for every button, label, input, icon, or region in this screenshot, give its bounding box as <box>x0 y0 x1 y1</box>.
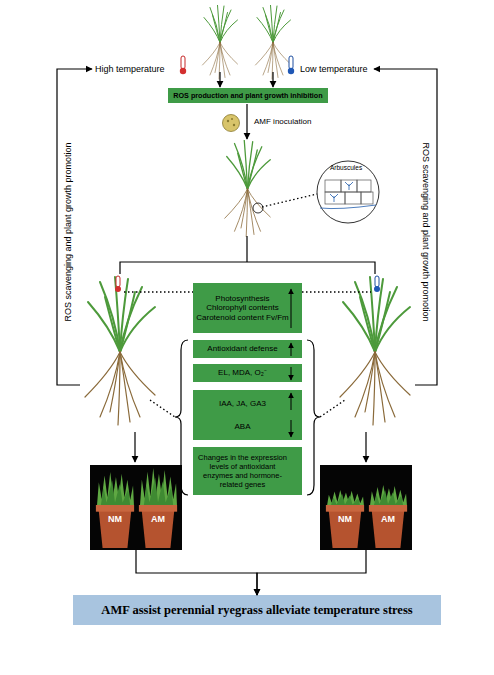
flow-arrow <box>219 72 220 87</box>
thermometer-tube <box>181 56 185 69</box>
node-text: ABA <box>234 422 250 432</box>
grass-tuft <box>370 485 407 506</box>
photo-panel: NMAM <box>90 465 182 550</box>
node-text: AMF assist perennial ryegrass alleviate … <box>101 603 412 618</box>
grass-tuft <box>327 490 364 506</box>
root-cell <box>325 180 341 192</box>
arbuscule <box>345 182 353 190</box>
spore-dot <box>231 118 233 120</box>
root-cell <box>345 192 361 204</box>
grass-plant <box>203 5 238 79</box>
hypha <box>320 205 376 209</box>
plant-pot <box>96 505 134 548</box>
decrease-arrow <box>291 367 292 380</box>
node-text: Antioxidant defense <box>207 344 277 354</box>
dotted-leader <box>124 291 193 292</box>
dotted-leader <box>262 194 317 207</box>
root-cell <box>357 180 371 192</box>
result-box: Photosynthesis Chlorophyll contents Caro… <box>193 283 302 333</box>
curly-brace <box>175 340 188 495</box>
feedback-loop <box>374 69 437 385</box>
feedback-loop <box>57 69 92 385</box>
spore <box>223 115 240 132</box>
node-text: IAA, JA, GA3 <box>219 399 266 409</box>
decrease-arrow <box>291 420 292 437</box>
grass-plant <box>85 277 155 425</box>
bracket-line <box>120 262 375 274</box>
arbuscule <box>330 194 338 202</box>
root-highlight <box>253 203 263 213</box>
node-text: NM <box>325 514 365 524</box>
process-box: ROS production and plant growth inhibiti… <box>168 88 328 103</box>
loop-label: ROS scavenging and plant growth promotio… <box>421 142 431 321</box>
merge-connector <box>136 550 257 595</box>
inset-circle <box>317 161 379 223</box>
result-box: Antioxidant defense <box>193 340 302 358</box>
thermometer-tube <box>116 276 120 287</box>
spore-dot <box>227 120 229 122</box>
root-cell <box>361 192 373 204</box>
increase-arrow <box>291 343 292 356</box>
node-text: Photosynthesis Chlorophyll contents Caro… <box>196 294 289 323</box>
amf-spore <box>223 115 240 132</box>
merge-connector <box>257 550 366 595</box>
thermometer-bulb <box>374 286 380 292</box>
plant-pot <box>139 505 177 548</box>
arbuscule-inset <box>317 161 379 223</box>
grass-tuft <box>140 468 177 506</box>
root-cell <box>325 192 345 204</box>
photo-panel: NMAM <box>320 465 412 550</box>
thermometer-bulb <box>115 286 121 292</box>
annotation-label: Low temperature <box>300 64 368 74</box>
thermometer-hot <box>180 56 186 74</box>
annotation-label: AMF inoculation <box>254 117 311 126</box>
dotted-leader <box>302 291 371 292</box>
node-text: NM <box>95 514 135 524</box>
dotted-leader <box>150 400 175 417</box>
grass-tuft <box>97 472 134 506</box>
thermometer-bulb <box>288 68 294 74</box>
node-text: EL, MDA, O₂⁻ <box>218 368 267 378</box>
grass-plant <box>225 140 271 236</box>
grass-plant <box>256 5 291 79</box>
dotted-leader <box>320 400 345 417</box>
increase-arrow <box>291 289 292 328</box>
flow-arrow <box>134 432 135 462</box>
flow-arrow <box>272 72 273 87</box>
annotation-label: Arbuscules <box>330 164 362 171</box>
plant-pot <box>369 505 407 548</box>
curly-brace <box>307 340 320 495</box>
node-text: ROS production and plant growth inhibiti… <box>173 91 322 100</box>
thermometer-tube <box>375 276 379 287</box>
node-text: Changes in the expression levels of anti… <box>196 453 289 489</box>
node-text: AM <box>138 514 178 524</box>
thermometer-bulb <box>180 68 186 74</box>
photo-background <box>90 465 182 550</box>
result-box: IAA, JA, GA3ABA <box>193 390 302 440</box>
spore-dot <box>233 124 235 126</box>
root-cell <box>341 180 357 192</box>
photo-background <box>320 465 412 550</box>
increase-arrow <box>291 393 292 410</box>
grass-plant <box>340 277 410 425</box>
flow-arrow <box>365 432 366 462</box>
thermometer-tube <box>289 56 293 69</box>
thermometer-hot <box>115 276 121 292</box>
result-box: EL, MDA, O₂⁻ <box>193 364 302 382</box>
thermometer-cold <box>288 56 294 74</box>
loop-label: ROS scavenging and plant growth promotio… <box>63 142 73 321</box>
thermometer-cold <box>374 276 380 292</box>
conclusion-box: AMF assist perennial ryegrass alleviate … <box>73 595 441 625</box>
result-box: Changes in the expression levels of anti… <box>193 447 302 495</box>
annotation-label: High temperature <box>95 64 165 74</box>
plant-pot <box>326 505 364 548</box>
bracket-line <box>246 236 247 262</box>
flow-arrow <box>246 104 247 139</box>
node-text: AM <box>368 514 408 524</box>
